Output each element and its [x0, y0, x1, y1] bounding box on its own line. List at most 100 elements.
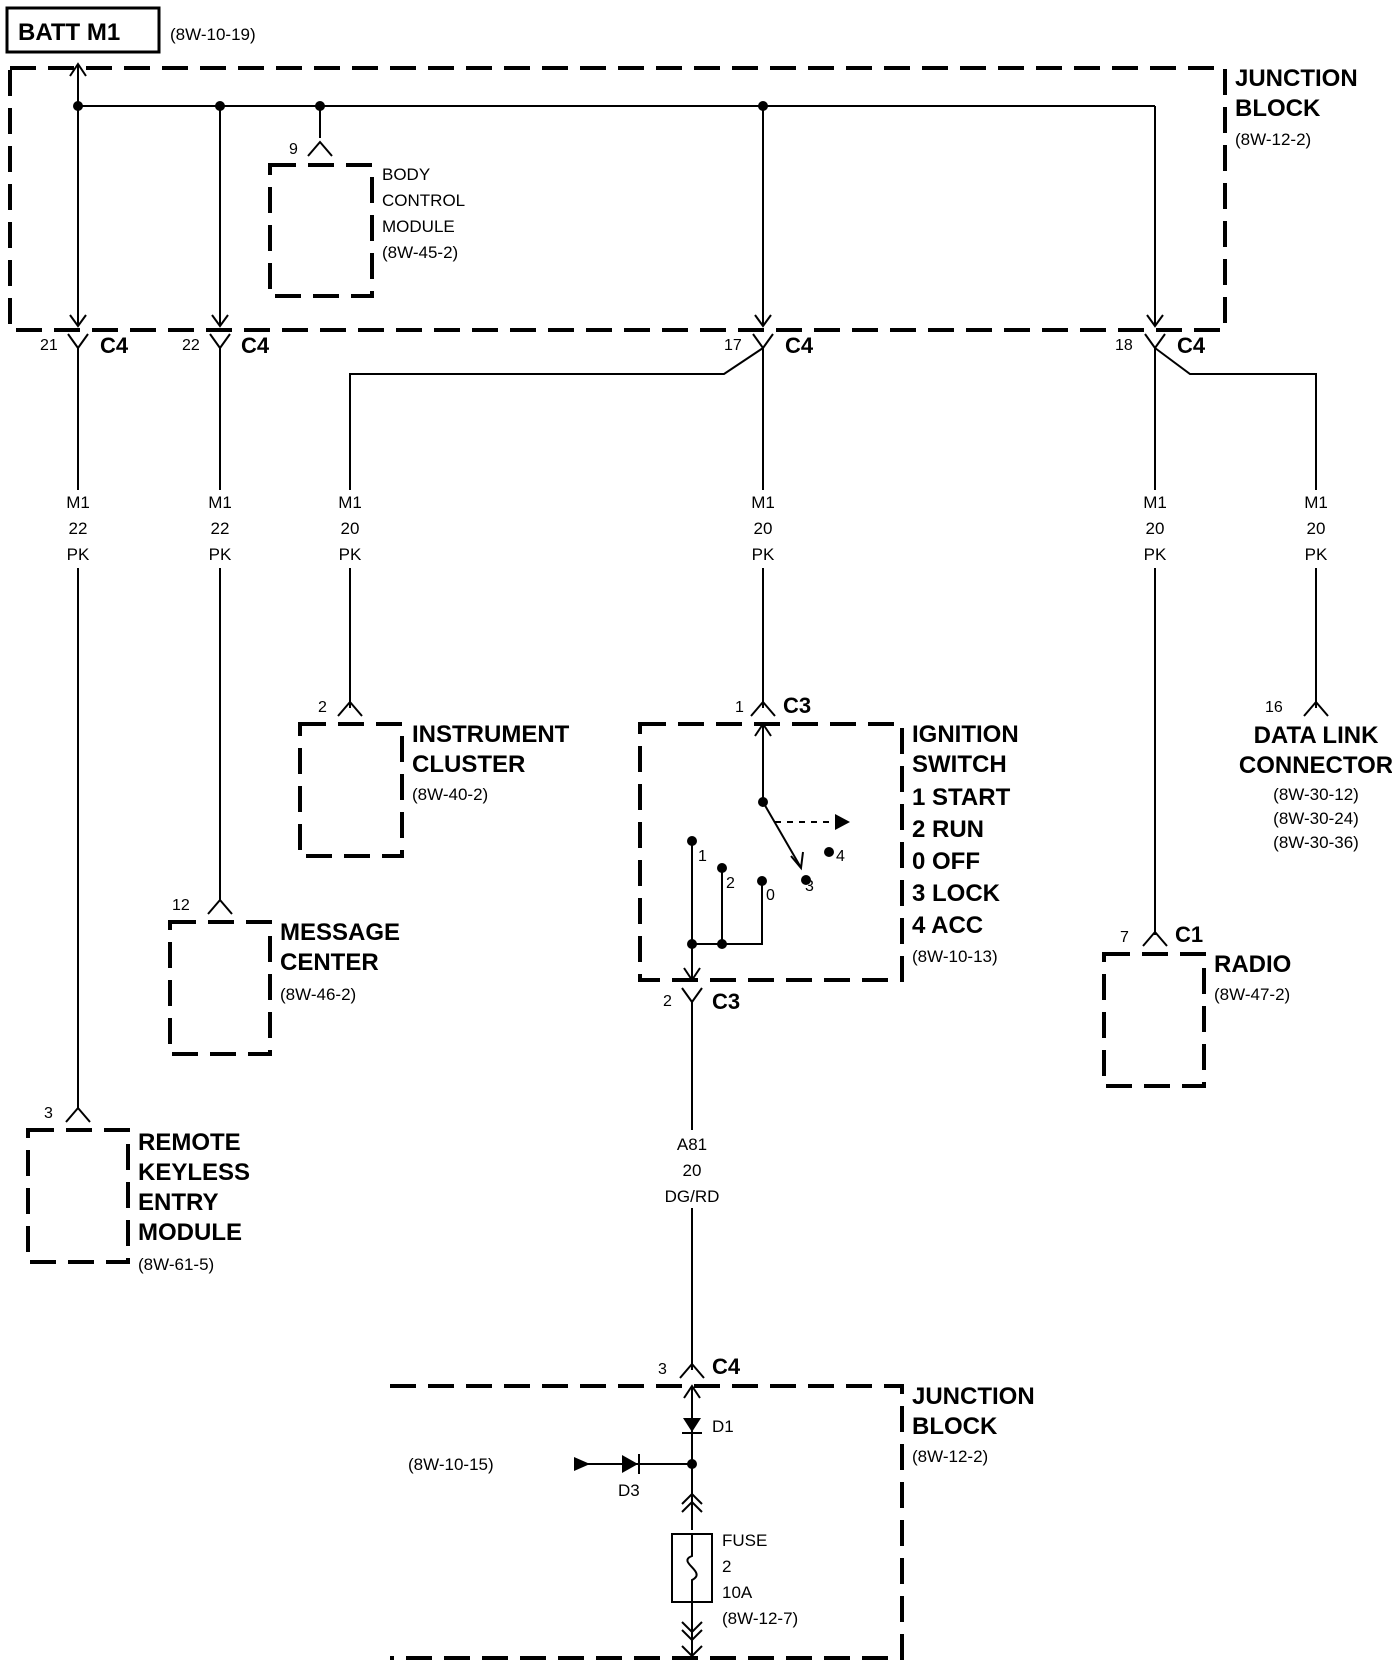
ignition-out-conn: C3	[712, 989, 740, 1014]
wire-label-bg	[1298, 490, 1334, 568]
fuse-top-connector	[681, 1500, 703, 1513]
ignition-position-run: 2 RUN	[912, 816, 984, 843]
junction-block-top-title-2: BLOCK	[1235, 95, 1321, 122]
radio-conn: C1	[1175, 922, 1203, 947]
bcm-connector-symbol	[307, 140, 333, 157]
radio-connector	[1142, 930, 1168, 947]
wire-6-color: PK	[1305, 545, 1328, 564]
ignition-contact-label-4: 4	[836, 848, 845, 865]
batt-m1-label: BATT M1	[18, 19, 120, 46]
data-link-ref-2: (8W-30-24)	[1273, 809, 1359, 828]
instrument-cluster-ref: (8W-40-2)	[412, 785, 488, 804]
c4-name-17: C4	[785, 333, 814, 358]
data-link-label-1: DATA LINK	[1254, 722, 1380, 749]
bottom-jb-feed-arrow	[683, 1384, 701, 1399]
wire-4-circuit: M1	[751, 493, 775, 512]
wire-3-circuit: M1	[338, 493, 362, 512]
fuse-output-arrow	[681, 1645, 703, 1658]
radio-outline	[1102, 952, 1206, 1088]
wire-3-gauge: 20	[341, 519, 360, 538]
instrument-cluster-pin: 2	[318, 699, 327, 716]
ignition-wiper-arm	[762, 801, 801, 867]
ignition-feed-arrow	[754, 722, 772, 737]
fuse-top-connector	[681, 1492, 703, 1505]
ignition-position-lock: 3 LOCK	[912, 880, 1001, 907]
wire-to-instrument-cluster	[349, 347, 764, 708]
radio-label: RADIO	[1214, 951, 1291, 978]
radio-pin: 7	[1120, 929, 1129, 946]
a81-circuit: A81	[677, 1135, 707, 1154]
ignition-switch-label-1: IGNITION	[912, 721, 1019, 748]
ignition-position-start: 1 START	[912, 784, 1011, 811]
bcm-pin: 9	[289, 141, 298, 158]
wire-4-color: PK	[752, 545, 775, 564]
remote-keyless-outline	[26, 1128, 130, 1264]
ignition-contact-label-1: 1	[698, 848, 707, 865]
wire-label-bg	[60, 490, 96, 568]
data-link-connector	[1303, 700, 1329, 717]
data-link-ref-1: (8W-30-12)	[1273, 785, 1359, 804]
wire-3-color: PK	[339, 545, 362, 564]
wire-2-circuit: M1	[208, 493, 232, 512]
junction-block-top-ref: (8W-12-2)	[1235, 130, 1311, 149]
remote-keyless-label-4: MODULE	[138, 1219, 242, 1246]
ignition-switch-ref: (8W-10-13)	[912, 947, 998, 966]
message-center-connector	[207, 898, 233, 915]
wire-6-circuit: M1	[1304, 493, 1328, 512]
wire-5-gauge: 20	[1146, 519, 1165, 538]
c4-name-18: C4	[1177, 333, 1206, 358]
ignition-contact-label-3: 3	[805, 878, 814, 895]
ignition-contact-wire	[692, 881, 763, 945]
c4-v-18	[1144, 333, 1166, 350]
ignition-switch-outline	[638, 722, 904, 982]
ignition-switch-label-2: SWITCH	[912, 751, 1007, 778]
fuse-label-1: FUSE	[722, 1531, 767, 1550]
ignition-in-conn: C3	[783, 693, 811, 718]
diode-d3-label: D3	[618, 1481, 640, 1500]
ignition-out-connector	[681, 987, 703, 1004]
c4-pin-22: 22	[182, 337, 200, 354]
ignition-contact-label-0: 0	[766, 887, 775, 904]
ignition-rotation-arrow-icon	[835, 814, 850, 830]
bottom-jb-pin: 3	[658, 1361, 667, 1378]
wire-1-gauge: 22	[69, 519, 88, 538]
instrument-cluster-connector	[337, 700, 363, 717]
wire-label-bg	[650, 1130, 734, 1208]
remote-keyless-label-2: KEYLESS	[138, 1159, 250, 1186]
bcm-label-1: BODY	[382, 165, 430, 184]
ignition-position-acc: 4 ACC	[912, 912, 983, 939]
c4-v-17	[752, 333, 774, 350]
ignition-contact-label-2: 2	[726, 875, 735, 892]
diode-d1-icon	[683, 1418, 701, 1432]
data-link-ref-3: (8W-30-36)	[1273, 833, 1359, 852]
fuse-label-2: 2	[722, 1557, 731, 1576]
wire-6-gauge: 20	[1307, 519, 1326, 538]
data-link-label-2: CONNECTOR	[1239, 752, 1392, 779]
remote-keyless-label-3: ENTRY	[138, 1189, 218, 1216]
message-center-ref: (8W-46-2)	[280, 985, 356, 1004]
c4-arrow-22	[211, 314, 229, 328]
ignition-output-arrow	[683, 967, 701, 982]
diode-d3-icon	[622, 1455, 638, 1473]
splice-dot	[215, 101, 225, 111]
remote-keyless-label-1: REMOTE	[138, 1129, 241, 1156]
data-link-pin: 16	[1265, 699, 1283, 716]
wire-1-color: PK	[67, 545, 90, 564]
wire-label-bg	[332, 490, 368, 568]
ignition-in-connector	[750, 700, 776, 717]
radio-ref: (8W-47-2)	[1214, 985, 1290, 1004]
c4-name-21: C4	[100, 333, 129, 358]
c4-v-22	[209, 333, 231, 350]
wire-5-circuit: M1	[1143, 493, 1167, 512]
bottom-junction-block-outline	[390, 1384, 904, 1660]
splice-dot	[73, 101, 83, 111]
remote-keyless-ref: (8W-61-5)	[138, 1255, 214, 1274]
wire-to-data-link	[1154, 347, 1317, 708]
message-center-outline	[168, 920, 272, 1056]
wire-label-bg	[1137, 490, 1173, 568]
instrument-cluster-label-1: INSTRUMENT	[412, 721, 570, 748]
ignition-splice-dot	[717, 939, 727, 949]
fuse-ref: (8W-12-7)	[722, 1609, 798, 1628]
c4-pin-17: 17	[724, 337, 742, 354]
splice-dot	[315, 101, 325, 111]
